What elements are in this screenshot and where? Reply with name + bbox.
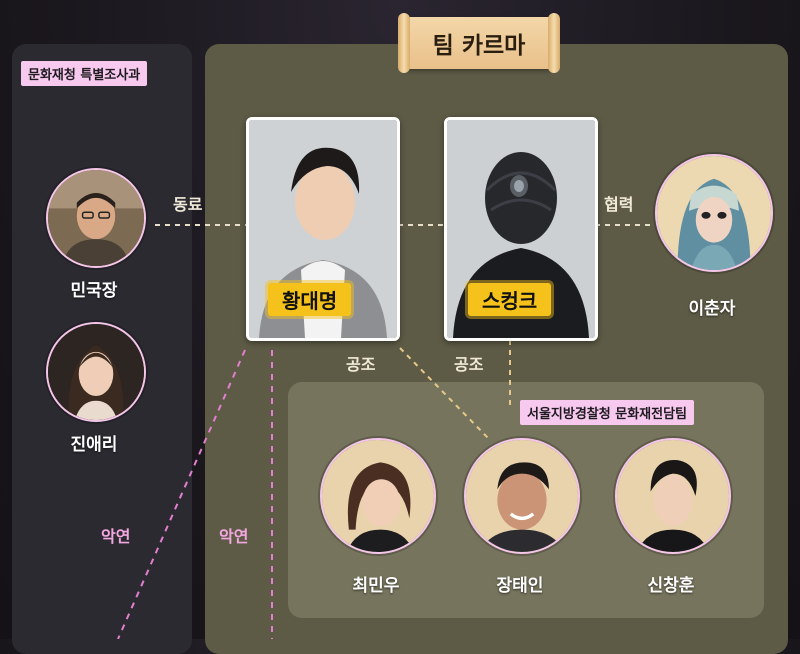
portrait-jin-aeri — [48, 324, 144, 420]
name-shin-changhoon: 신창훈 — [647, 576, 695, 596]
team-title: 팀 카르마 — [432, 33, 526, 59]
relation-colleague: 동료 — [173, 195, 203, 214]
portrait-shin-changhoon — [617, 440, 729, 552]
portrait-lee-chunja — [657, 156, 771, 270]
portrait-choi-minwoo — [322, 440, 434, 552]
avatar-jin-aeri[interactable] — [46, 322, 146, 422]
name-jang-taein: 장태인 — [496, 576, 544, 596]
relation-cooperation: 협력 — [604, 195, 634, 214]
avatar-shin-changhoon[interactable] — [615, 438, 731, 554]
police-group-tag: 서울지방경찰청 문화재전담팀 — [520, 400, 695, 425]
team-title-scroll: 팀 카르마 — [398, 13, 560, 73]
portrait-min-director — [48, 170, 144, 266]
avatar-choi-minwoo[interactable] — [320, 438, 436, 554]
name-choi-minwoo: 최민우 — [352, 576, 400, 596]
name-min-director: 민국장 — [70, 281, 118, 301]
relation-bad-1: 악연 — [101, 527, 131, 546]
name-jin-aeri: 진애리 — [70, 435, 118, 455]
avatar-lee-chunja[interactable] — [655, 154, 773, 272]
relation-collusion-left: 공조 — [346, 355, 376, 374]
left-group-tag: 문화재청 특별조사과 — [21, 61, 148, 86]
name-lee-chunja: 이춘자 — [688, 299, 736, 319]
relation-collusion-right: 공조 — [454, 355, 484, 374]
portrait-jang-taein — [466, 440, 578, 552]
avatar-min-director[interactable] — [46, 168, 146, 268]
label-skunk: 스컹크 — [468, 283, 552, 316]
relation-bad-2: 악연 — [219, 527, 249, 546]
label-hwang-daemyeong: 황대명 — [268, 283, 352, 316]
avatar-jang-taein[interactable] — [464, 438, 580, 554]
